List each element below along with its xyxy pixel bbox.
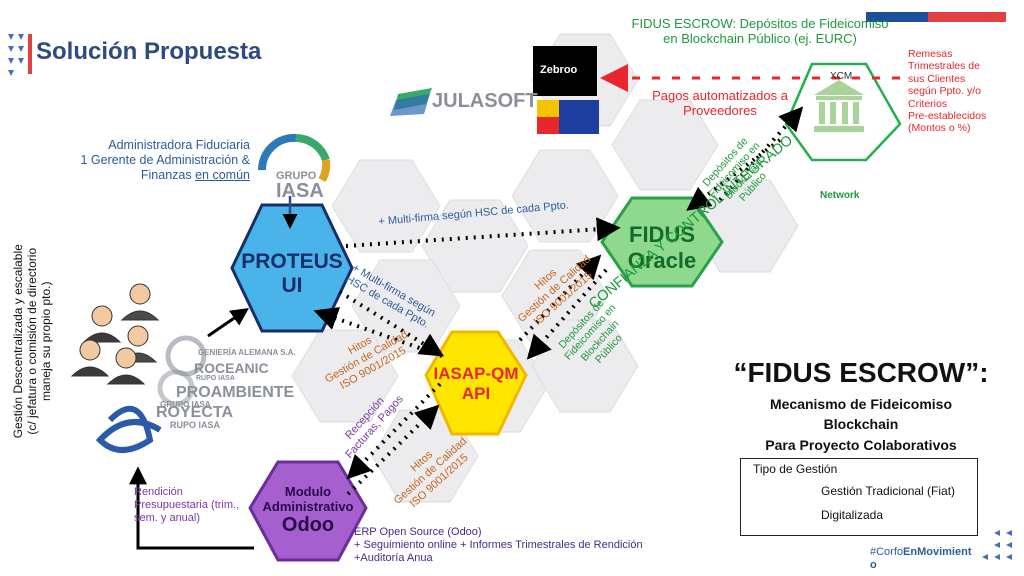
- rendicion-label: Rendición Presupuestaria (trim., sem. y …: [134, 486, 239, 525]
- iasap-line2: API: [461, 384, 491, 403]
- iasap-line1: IASAP-QM: [433, 364, 519, 383]
- hashtag-prefix: #Corfo: [870, 546, 904, 558]
- remesas-line: Remesas: [908, 48, 953, 60]
- admin-line3: Finanzas en común: [80, 168, 250, 183]
- rendicion-line: Presupuestaria (trim.,: [134, 498, 240, 511]
- hashtag: #CorfoEnMovimient o: [870, 546, 971, 572]
- fidus-line2: Oracle: [627, 248, 697, 273]
- admin-line3-prefix: Finanzas: [140, 167, 196, 182]
- slide-title: Solución Propuesta: [36, 38, 262, 65]
- escrow-top-title-line1: FIDUS ESCROW: Depósitos de Fideicomiso: [631, 16, 889, 31]
- proteus-line1: PROTEUS: [241, 250, 343, 273]
- legend-title: Tipo de Gestión: [753, 462, 838, 476]
- proyecta-logo: ROYECTA: [156, 404, 234, 421]
- bank-icon: [814, 80, 864, 132]
- grupo-label: GRUPO: [276, 170, 317, 182]
- title-accent-bar: [28, 34, 32, 74]
- flag-bar-blue: [866, 12, 928, 22]
- julasoft-icon: [390, 88, 432, 116]
- grupo-iasa-logo: [257, 133, 331, 182]
- pagos-line2: Proveedores: [683, 103, 757, 119]
- admin-line3-underlined: en común: [195, 167, 250, 182]
- modulo-line1: Modulo: [284, 484, 332, 499]
- escrow-top-title: FIDUS ESCROW: Depósitos de Fideicomiso e…: [620, 16, 900, 47]
- legend-dotted-label: Digitalizada: [821, 508, 884, 522]
- modulo-line2: Administrativo: [262, 499, 354, 514]
- escrow-sub2: Blockchain: [823, 416, 899, 433]
- proteus-hexagon: [230, 203, 354, 333]
- fidus-line1: FIDUS: [629, 222, 695, 247]
- remesas-line: sus Clientes: [908, 72, 966, 85]
- erp-label: ERP Open Source (Odoo) + Seguimiento onl…: [354, 526, 643, 565]
- remesas-line: (Montos o %): [908, 122, 971, 135]
- dotted-arrows: [313, 106, 804, 496]
- escrow-heading: “FIDUS ESCROW”:: [733, 357, 989, 388]
- remesas-line: Criterios: [908, 97, 948, 110]
- zebroo-logo-text: Zebroo: [540, 64, 578, 76]
- remesas-text: Remesas Trimestrales de sus Clientes seg…: [908, 48, 1018, 135]
- erp-line: ERP Open Source (Odoo): [354, 526, 482, 538]
- network-label: Network: [820, 190, 860, 201]
- proteus-label[interactable]: PROTEUS UI: [232, 250, 352, 298]
- remesas-line: Trimestrales de: [908, 60, 980, 73]
- oceanic-sub: RUPO IASA: [196, 375, 235, 382]
- proyecta-sub: RUPO IASA: [170, 420, 221, 430]
- company-logos-swirl: [95, 335, 207, 453]
- hashtag-tail: o: [870, 558, 877, 571]
- iasa-label: IASA: [276, 180, 324, 202]
- proambiente-sub: GRUPO IASA: [160, 400, 211, 409]
- fidus-label[interactable]: FIDUS Oracle: [602, 222, 722, 274]
- decor-triangles-right: [982, 530, 1012, 560]
- bg-hexagons: [291, 33, 799, 503]
- escrow-sub: Mecanismo de Fideicomiso Blockchain Para…: [726, 394, 996, 455]
- proteus-line2: UI: [281, 274, 303, 297]
- left-vertical-text: Gestión Descentralizada y escalable (c/ …: [11, 211, 53, 471]
- remesas-line: Pre-establecidos: [908, 109, 987, 122]
- erp-line: +Auditoría Anua: [354, 551, 433, 564]
- iasap-label[interactable]: IASAP-QM API: [426, 364, 526, 404]
- admin-line1: Administradora Fiduciaria: [108, 138, 250, 152]
- xcm-label: XCM: [830, 71, 853, 82]
- admin-line2: 1 Gerente de Administración &: [80, 152, 250, 167]
- julasoft-logo-text: JULASOFT: [432, 90, 538, 112]
- flag-bar-red: [928, 12, 1006, 22]
- rendicion-line: sem. y anual): [134, 511, 201, 524]
- ingenieria-logo: GENIERÍA ALEMANA S.A.: [198, 348, 296, 357]
- left-vertical-line3: maneja su propio pto.): [39, 281, 54, 401]
- people-icon-group: [70, 283, 160, 385]
- escrow-sub1: Mecanismo de Fideicomiso: [769, 396, 953, 412]
- modulo-label[interactable]: Modulo Administrativo Odoo: [246, 484, 370, 537]
- proambiente-logo: PROAMBIENTE: [176, 384, 295, 401]
- remesas-line: según Ppto. y/o: [908, 85, 981, 98]
- legend-box: Tipo de Gestión Gestión Tradicional (Fia…: [740, 458, 978, 536]
- rendicion-line: Rendición: [134, 486, 183, 498]
- erp-line: + Seguimiento online + Informes Trimestr…: [354, 538, 643, 551]
- decor-triangles-left: [8, 34, 24, 76]
- left-vertical-line2: (c/ jefatura o comisión de directorio: [24, 247, 39, 435]
- hashtag-bold: EnMovimient: [903, 546, 972, 558]
- modulo-line3: Odoo: [281, 514, 335, 536]
- iasap-hexagon: [424, 330, 528, 436]
- left-vertical-line1: Gestión Descentralizada y escalable: [10, 244, 25, 439]
- oceanic-logo: ROCEANIC: [194, 360, 269, 376]
- legend-solid-label: Gestión Tradicional (Fiat): [821, 484, 956, 498]
- pagos-line1: Pagos automatizados a: [652, 88, 788, 103]
- escrow-sub3: Para Proyecto Colaborativos: [765, 436, 957, 453]
- pagos-text: Pagos automatizados a Proveedores: [640, 88, 800, 119]
- escrow-top-title-line2: en Blockchain Público (ej. EURC): [663, 31, 857, 47]
- admin-fiduciaria-text: Administradora Fiduciaria 1 Gerente de A…: [80, 138, 250, 182]
- modulo-hexagon: [248, 460, 368, 562]
- zebroo-logo: [533, 46, 597, 96]
